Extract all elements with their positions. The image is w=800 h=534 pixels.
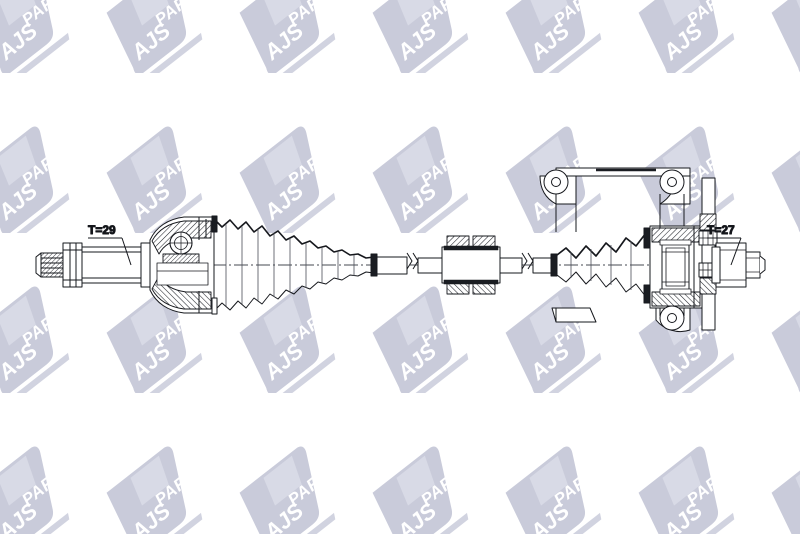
leader-lines: [88, 237, 742, 266]
inner-tripod-joint: [649, 225, 703, 309]
outer-splined-shaft: [81, 242, 151, 288]
vibration-damper: [441, 235, 534, 295]
label-inner-spline: T=27: [707, 223, 735, 237]
label-outer-spline: T=29: [88, 223, 116, 237]
hex-nut: [62, 242, 83, 288]
inner-splined-stub: [711, 246, 766, 284]
threaded-stub-end: [35, 252, 64, 278]
outer-cv-joint: [149, 216, 215, 314]
intermediate-shaft: [376, 252, 443, 275]
bolt-eye-bottom: [655, 305, 691, 333]
